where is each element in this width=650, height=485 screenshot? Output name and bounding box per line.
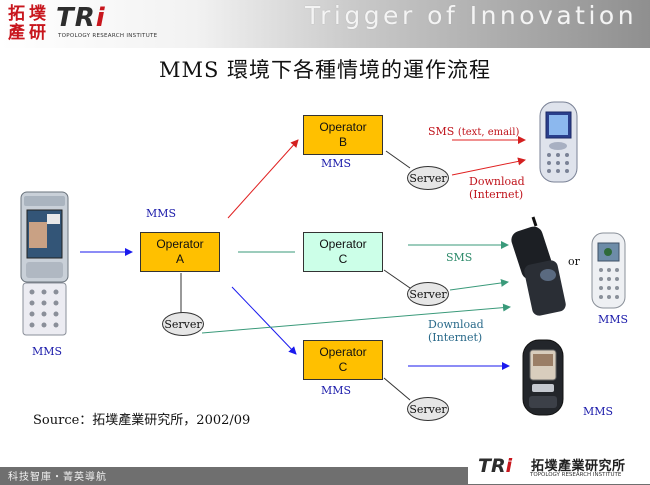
label-mms-b: MMS [321,157,352,170]
connector-line [383,377,411,401]
server-b-node: Server [407,166,449,190]
arrow-line [227,139,299,219]
benq-phone-icon [539,101,578,183]
footer-tri-logo: TRi [478,455,513,477]
footer-institute-name: 拓墣產業研究所 [531,459,626,474]
label-mms-a: MMS [146,207,177,220]
footer-institute-subtitle: TOPOLOGY RESEARCH INSTITUTE [530,472,622,478]
nokia-phone-icon [522,339,564,416]
logo-subtitle: TOPOLOGY RESEARCH INSTITUTE [58,33,158,39]
label-mms-nokia: MMS [583,405,614,418]
arrow-line [451,157,526,176]
label-sms-green: SMS [446,251,473,264]
arrow-line [201,303,511,334]
header-band [0,0,650,48]
label-mms-left: MMS [32,345,63,358]
arrow-line [231,286,297,355]
connector-line [383,269,411,289]
label-download-green: Download(Internet) [428,318,484,344]
label-mms-c-bottom: MMS [321,384,352,397]
source-citation: Source：拓墣產業研究所，2002/09 [33,413,251,428]
pda-phone-icon [20,191,69,336]
connector-line [385,150,411,169]
slide-title: MMS 環境下各種情境的運作流程 [158,58,492,82]
arrow-line [449,278,509,291]
flip-phone-icon [511,216,566,316]
tri-chinese-logo: 拓 墣 產 研 [8,4,46,43]
sony-ericsson-phone-icon [591,232,626,309]
label-or: or [568,255,580,268]
footer-slogan: 科技智庫・菁英導航 [8,472,107,483]
footer-logo-plate [468,452,650,484]
server-c-bottom-node: Server [407,397,449,421]
server-c-node: Server [407,282,449,306]
tagline: Trigger of Innovation [305,1,638,30]
tri-logo: TRi [56,3,106,33]
server-a-node: Server [162,312,204,336]
label-mms-right: MMS [598,313,629,326]
label-download-red: Download(Internet) [469,175,525,201]
label-sms-text-email: SMS (text, email) [428,125,520,138]
